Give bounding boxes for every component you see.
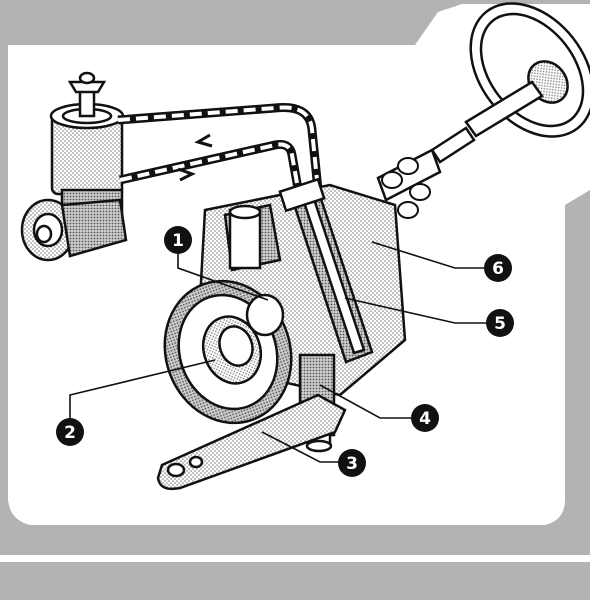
callout-4: 4 — [411, 404, 439, 432]
callout-label: 1 — [172, 231, 184, 251]
universal-joint — [381, 157, 431, 219]
hydraulic-lines — [117, 102, 323, 201]
control-valve — [278, 177, 374, 364]
callout-label: 5 — [494, 314, 506, 334]
callout-2: 2 — [56, 418, 84, 446]
callout-3: 3 — [338, 449, 366, 477]
callout-1: 1 — [164, 226, 192, 254]
callout-label: 6 — [492, 259, 504, 279]
pitman-arm — [156, 393, 347, 491]
power-cylinder — [163, 279, 293, 425]
callout-6: 6 — [484, 254, 512, 282]
callout-label: 3 — [346, 454, 358, 474]
callout-5: 5 — [486, 309, 514, 337]
leader-lines — [69, 241, 490, 463]
callout-label: 2 — [64, 423, 76, 443]
callout-label: 4 — [419, 409, 431, 429]
